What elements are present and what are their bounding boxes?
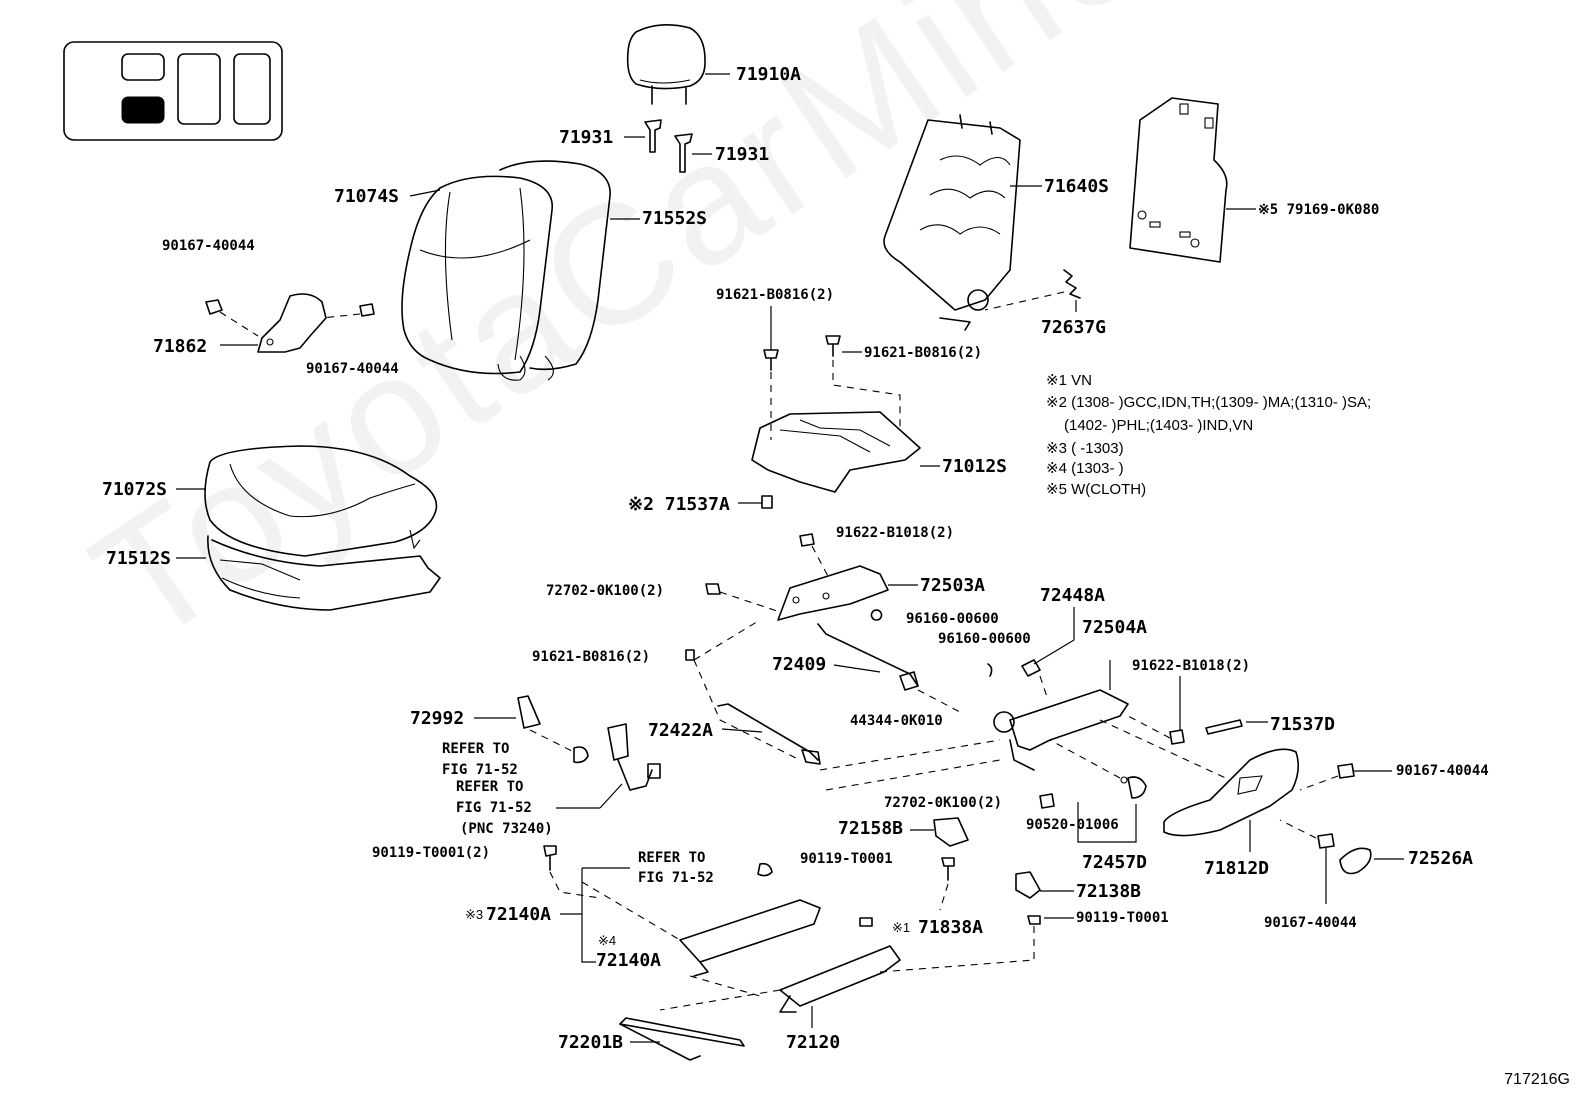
part-label-90520-01006[interactable]: 90520-01006	[1026, 817, 1119, 833]
part-label-72138b[interactable]: 72138B	[1076, 881, 1142, 902]
part-label-72201b[interactable]: 72201B	[558, 1032, 624, 1053]
footnote-4: ※4 (1303- )	[1046, 460, 1124, 477]
wire-72201b-drawing	[619, 1017, 745, 1061]
headrest-support-drawing	[624, 119, 712, 173]
refer-to-1-line1[interactable]: REFER TO	[442, 741, 510, 757]
recliner-cover-drawing	[205, 293, 375, 353]
part-label-71537d[interactable]: 71537D	[1270, 714, 1336, 735]
part-label-90119-t0001-right[interactable]: 90119-T0001	[1076, 910, 1169, 926]
part-label-71012s[interactable]: 71012S	[942, 456, 1008, 477]
part-label-72504a[interactable]: 72504A	[1082, 617, 1148, 638]
rod-71537d-drawing	[1205, 719, 1268, 735]
part-label-90167-40044-upper[interactable]: 90167-40044	[162, 238, 255, 254]
part-label-71812d[interactable]: 71812D	[1204, 858, 1270, 879]
part-label-71838a[interactable]: 71838A	[918, 917, 984, 938]
part-label-72702-0k100-upper[interactable]: 72702-0K100(2)	[546, 583, 665, 599]
part-label-79169-0k080[interactable]: ※5 79169-0K080	[1258, 202, 1380, 218]
part-label-72158b[interactable]: 72158B	[838, 818, 904, 839]
seatback-cover-drawing	[401, 160, 640, 381]
footnote-1: ※1 VN	[1046, 372, 1092, 389]
part-label-72503a[interactable]: 72503A	[920, 575, 986, 596]
bolts-drawing	[763, 306, 901, 440]
seat-cushion-drawing	[176, 445, 441, 611]
cover-72158b-drawing	[910, 817, 969, 847]
part-label-71074s[interactable]: 71074S	[334, 186, 400, 207]
footnote-2-line1: ※2 (1308- )GCC,IDN,TH;(1309- )MA;(1310- …	[1046, 394, 1372, 411]
part-label-72526a[interactable]: 72526A	[1408, 848, 1474, 869]
seatback-frame-drawing	[883, 114, 1042, 331]
seat-cushion-frame-drawing	[751, 411, 940, 493]
part-label-90119-t0001-mid[interactable]: 90119-T0001	[800, 851, 893, 867]
part-label-96160-00600-upper[interactable]: 96160-00600	[906, 611, 999, 627]
refer-to-3-line1[interactable]: REFER TO	[638, 850, 706, 866]
seat-position-indicator	[63, 41, 283, 141]
part-label-72637g[interactable]: 72637G	[1041, 317, 1107, 338]
part-label-72702-0k100-lower[interactable]: 72702-0K100(2)	[884, 795, 1003, 811]
part-label-44344-0k010[interactable]: 44344-0K010	[850, 713, 943, 729]
part-label-91622-b1018-upper[interactable]: 91622-B1018(2)	[836, 525, 955, 541]
part-label-91622-b1018-lower[interactable]: 91622-B1018(2)	[1132, 658, 1251, 674]
inner-rail-drawing	[659, 917, 1035, 1028]
refer-to-2-line3: (PNC 73240)	[460, 821, 553, 837]
pad-71537a-drawing	[738, 495, 773, 509]
part-label-91621-b0816-lower[interactable]: 91621-B0816(2)	[532, 649, 651, 665]
part-label-71072s[interactable]: 71072S	[102, 479, 168, 500]
refer-to-2-line2[interactable]: FIG 71-52	[456, 800, 532, 816]
marker-1: ※1	[892, 920, 911, 935]
part-label-71512s[interactable]: 71512S	[106, 548, 172, 569]
lever-cover-drawing	[1163, 748, 1300, 852]
part-label-91621-b0816-mid[interactable]: 91621-B0816(2)	[864, 345, 983, 361]
part-label-72422a[interactable]: 72422A	[648, 720, 714, 741]
part-label-72457d[interactable]: 72457D	[1082, 852, 1148, 873]
right-bolts-drawing	[1279, 763, 1404, 904]
part-label-72992[interactable]: 72992	[410, 708, 465, 729]
marker-3: ※3	[465, 907, 484, 922]
part-label-91621-b0816-top[interactable]: 91621-B0816(2)	[716, 287, 835, 303]
spring-drawing	[984, 269, 1081, 312]
lower-bolts-drawing	[1039, 739, 1147, 843]
part-label-71552s[interactable]: 71552S	[642, 208, 708, 229]
footnote-5: ※5 W(CLOTH)	[1046, 481, 1147, 498]
part-label-90119-t0001-left[interactable]: 90119-T0001(2)	[372, 845, 491, 861]
cable-72422a-drawing	[717, 703, 1001, 791]
part-label-90167-40044-lower[interactable]: 90167-40044	[306, 361, 399, 377]
part-label-71931-right[interactable]: 71931	[715, 144, 770, 165]
part-label-90167-40044-right-upper[interactable]: 90167-40044	[1396, 763, 1489, 779]
adjuster-drawing	[685, 533, 961, 761]
refer-to-3-line2[interactable]: FIG 71-52	[638, 870, 714, 886]
marker-4: ※4	[598, 933, 617, 948]
part-label-96160-00600-lower[interactable]: 96160-00600	[938, 631, 1031, 647]
cover-72138b-drawing	[1015, 871, 1074, 899]
side-adjuster-drawing	[987, 607, 1231, 781]
figure-number: 717216G	[1504, 1071, 1570, 1088]
part-label-71640s[interactable]: 71640S	[1044, 176, 1110, 197]
part-label-72140a-lower[interactable]: 72140A	[596, 950, 662, 971]
footnote-2-line2: (1402- )PHL;(1403- )IND,VN	[1064, 417, 1254, 434]
cover-72992-drawing	[474, 695, 589, 764]
part-label-90167-40044-right-lower[interactable]: 90167-40044	[1264, 915, 1357, 931]
part-label-71910a[interactable]: 71910A	[736, 64, 802, 85]
part-label-71862[interactable]: 71862	[153, 336, 208, 357]
part-label-71931-left[interactable]: 71931	[559, 127, 614, 148]
headrest-drawing	[626, 24, 730, 105]
refer-to-2-line1[interactable]: REFER TO	[456, 779, 524, 795]
seat-belt-buckle-drawing	[556, 723, 661, 809]
seatback-board-drawing	[1129, 97, 1256, 263]
part-label-72409[interactable]: 72409	[772, 654, 827, 675]
rail-bolts-drawing	[543, 845, 1074, 960]
refer-to-1-line2[interactable]: FIG 71-52	[442, 762, 518, 778]
part-label-71537a[interactable]: ※2 71537A	[628, 494, 730, 515]
part-label-72448a[interactable]: 72448A	[1040, 585, 1106, 606]
seat-rail-drawing	[560, 862, 821, 997]
footnote-3: ※3 ( -1303)	[1046, 440, 1124, 457]
part-label-72120[interactable]: 72120	[786, 1032, 841, 1053]
part-label-72140a-upper[interactable]: 72140A	[486, 904, 552, 925]
